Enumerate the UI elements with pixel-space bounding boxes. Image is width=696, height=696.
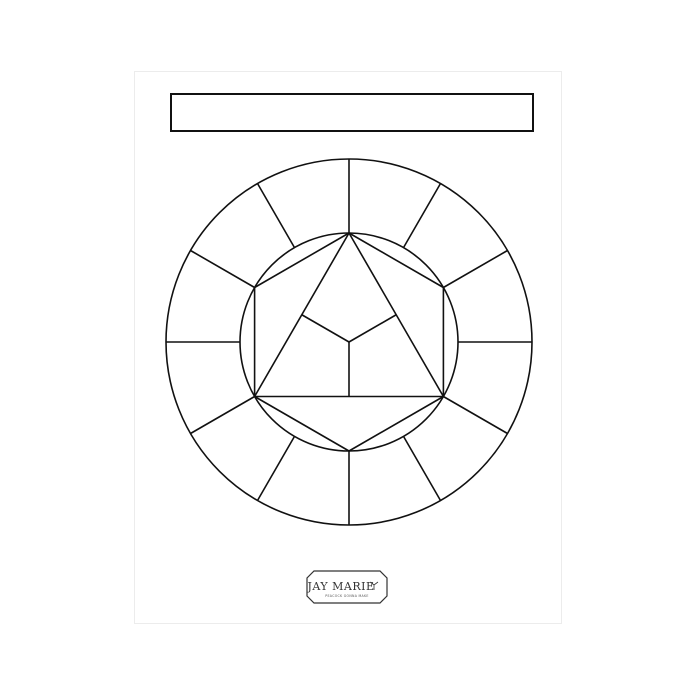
hexagon-edge-4	[254, 395, 350, 452]
ring-divider-3	[442, 249, 508, 289]
ring-divider-8	[256, 435, 296, 501]
inner-hexagon	[253, 232, 445, 452]
ring-divider-9	[190, 395, 256, 435]
brand-logo: JAY MARIE PEACOCK GONNA MAKE	[306, 570, 388, 604]
logo-frame	[306, 570, 388, 604]
logo-emblem-icon	[369, 581, 379, 590]
ring-divider-5	[442, 395, 508, 435]
hexagon-edge-1	[348, 232, 444, 289]
worksheet-page	[135, 72, 561, 623]
ring-divider-12	[256, 183, 296, 249]
title-box[interactable]	[170, 93, 534, 132]
triangle-section-divider-2	[348, 314, 397, 343]
logo-brand-name: JAY MARIE	[306, 580, 374, 593]
inner-triangle	[253, 232, 445, 398]
hexagon-edge-3	[348, 395, 444, 452]
ring-divider-2	[402, 183, 442, 249]
hexagon-edge-6	[254, 232, 350, 289]
ring-divider-6	[402, 435, 442, 501]
triangle-section-divider-1	[301, 314, 350, 343]
logo-tagline: PEACOCK GONNA MAKE	[325, 594, 369, 598]
ring-segment-dividers	[166, 159, 532, 525]
ring-divider-11	[190, 249, 256, 289]
